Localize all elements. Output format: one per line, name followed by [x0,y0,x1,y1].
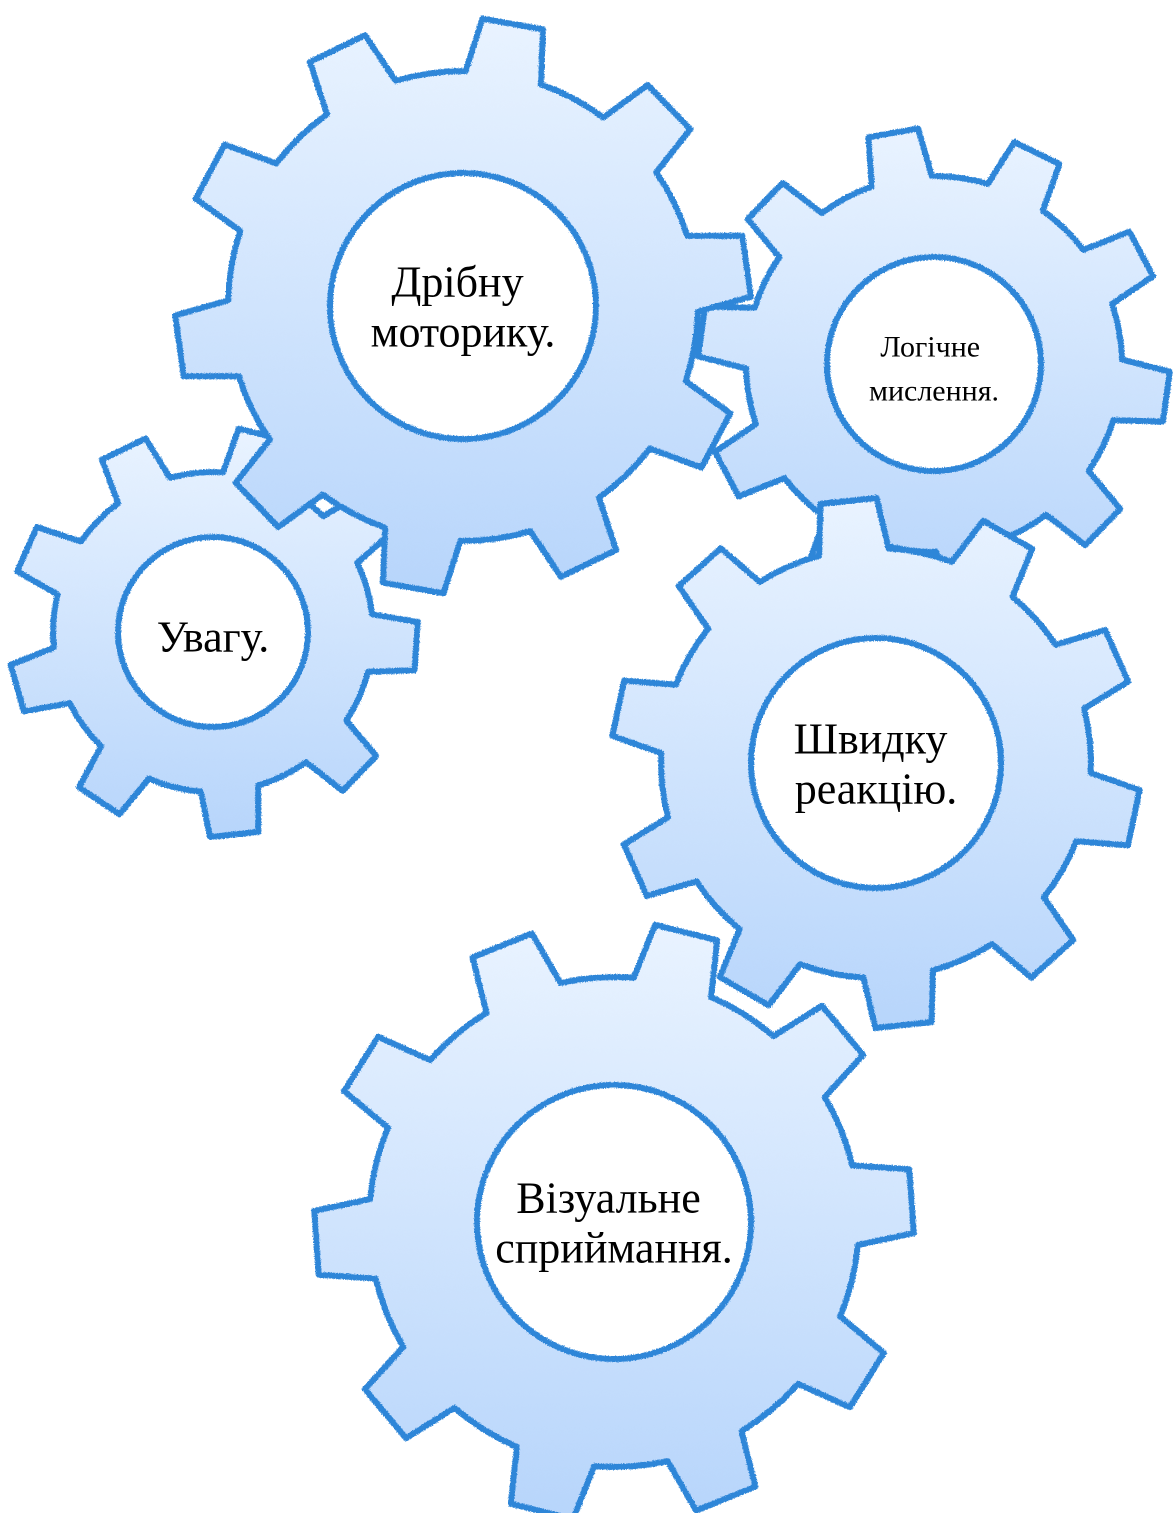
gear-attention-label-line-1: Увагу. [157,612,270,661]
gear-logic: Логічне мислення. [695,125,1173,603]
gear-fine-motor-label-line-2: моторику. [371,307,556,356]
gear-reaction: Швидку реакцію. [609,495,1143,1031]
gear-reaction-label-line-2: реакцію. [795,764,958,813]
gear-fine-motor-label-line-1: Дрібну [391,257,523,306]
gear-visual-label-line-2: сприймання. [495,1223,733,1272]
gear-fine-motor-label: Дрібну моторику. [371,257,556,356]
gear-visual-hub [474,1082,754,1362]
gear-visual-label-line-1: Візуальне [516,1173,700,1222]
gear-reaction-label: Швидку реакцію. [794,714,959,813]
gear-fine-motor: Дрібну моторику. [172,15,754,597]
gear-attention-label: Увагу. [157,612,270,661]
gear-fine-motor-hub [327,170,599,442]
gear-visual: Візуальне сприймання. [311,921,917,1513]
gear-visual-label: Візуальне сприймання. [495,1173,733,1272]
gear-logic-label: Логічне мислення. [869,331,999,408]
gear-reaction-label-line-1: Швидку [794,714,948,763]
gear-attention-hub [115,534,311,730]
gear-reaction-hub [748,635,1004,891]
gear-logic-label-line-2: мислення. [869,375,999,408]
gear-logic-hub [824,254,1044,474]
gear-logic-label-line-1: Логічне [880,331,980,364]
